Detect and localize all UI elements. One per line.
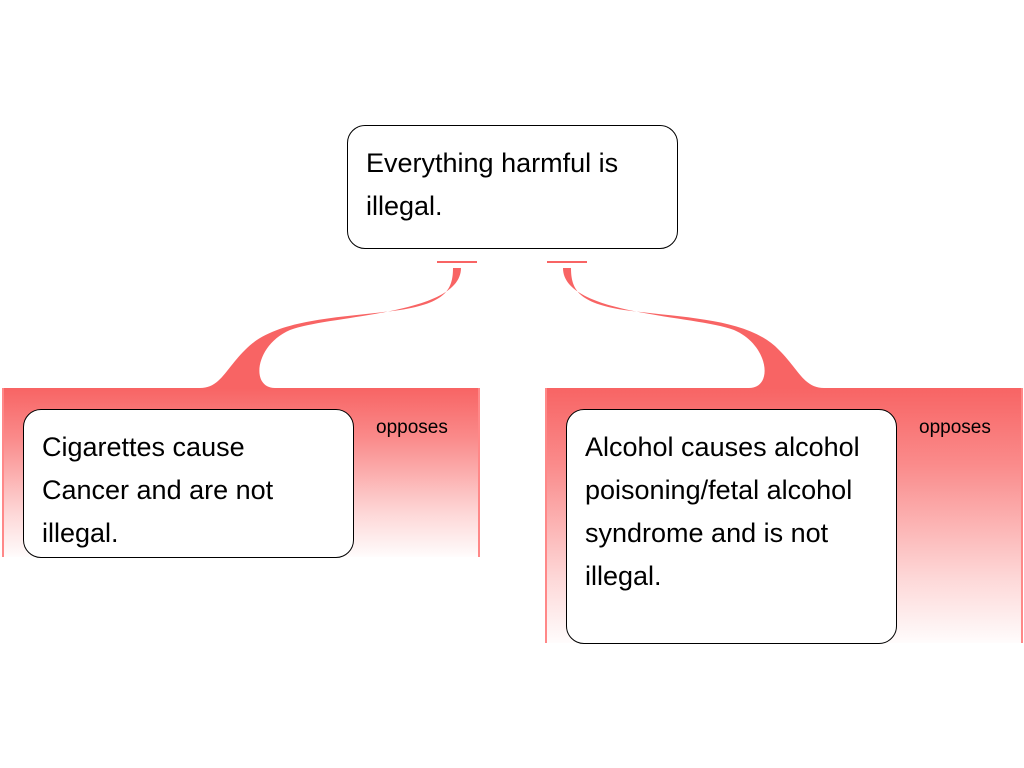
objection-box-1[interactable]: Cigarettes cause Cancer and are not ille…: [23, 409, 354, 558]
tee-bar-1: [437, 261, 477, 263]
objection-box-2[interactable]: Alcohol causes alcohol poisoning/fetal a…: [566, 409, 897, 644]
root-claim-text: Everything harmful is illegal.: [366, 148, 619, 221]
objection-text-1: Cigarettes cause Cancer and are not ille…: [42, 432, 274, 548]
objection-text-2: Alcohol causes alcohol poisoning/fetal a…: [585, 432, 860, 591]
relation-label-2: opposes: [919, 417, 991, 438]
relation-label-1: opposes: [376, 417, 448, 438]
tee-bar-2: [547, 261, 587, 263]
connector-1: [200, 268, 461, 388]
connector-2: [563, 268, 824, 388]
root-claim-box[interactable]: Everything harmful is illegal.: [347, 125, 678, 249]
